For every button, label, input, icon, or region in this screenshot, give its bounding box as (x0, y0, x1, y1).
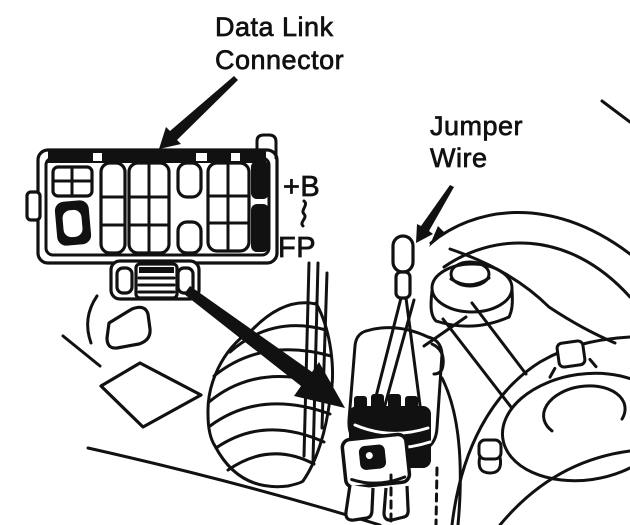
leader-arrows (159, 76, 454, 408)
jumper-wire-grip (391, 234, 415, 274)
connector-side-tab (25, 190, 42, 222)
fender-line-arrowhead-icon (429, 226, 445, 247)
terminal-cavities (51, 161, 269, 255)
hidden-edge-dashed-2 (434, 466, 439, 525)
belt-band (422, 301, 528, 409)
strut-tower (450, 335, 630, 525)
label-data-link-connector-line2: Connector (215, 45, 344, 75)
data-link-connector-arrow-icon (159, 76, 238, 149)
reservoir-cap (429, 260, 514, 328)
engine-bay-art (61, 99, 630, 525)
connector-top-bar (48, 151, 266, 163)
fender-arc-inner (442, 241, 630, 299)
hood-edge-line (600, 99, 630, 124)
dlc-foot-right (382, 485, 410, 522)
fender-arc-outer (429, 211, 630, 256)
connector-latch (109, 259, 201, 301)
data-link-connector-enlarged (25, 133, 279, 301)
jumper-wire-arrow-icon (416, 185, 454, 243)
engine-dlc-with-jumper (340, 234, 462, 525)
label-jumper-wire-line1: Jumper (430, 111, 523, 141)
dlc-foot-left (344, 484, 375, 522)
apron-edge-line (448, 247, 617, 345)
connector-corner-tab (255, 133, 278, 160)
body-panels (61, 294, 382, 525)
strut-bolt-top (548, 339, 598, 379)
connector-right-contour (440, 376, 462, 525)
bracket-ear (430, 342, 445, 376)
label-jumper-wire-line2: Wire (430, 143, 488, 173)
label-terminal-plus-b: +B (283, 171, 320, 203)
terminal-link-mark-icon (300, 199, 308, 228)
jumper-wire-sleeve (394, 270, 412, 300)
label-data-link-connector-line1: Data Link (215, 12, 334, 42)
label-terminal-fp: FP (278, 232, 316, 264)
strut-bolt-left (477, 438, 503, 475)
location-pointer-arrow-icon (184, 286, 345, 408)
labels: Data Link Connector Jumper Wire +B FP (215, 12, 523, 265)
dlc-front-face (340, 432, 412, 490)
bracket-top (364, 326, 430, 339)
